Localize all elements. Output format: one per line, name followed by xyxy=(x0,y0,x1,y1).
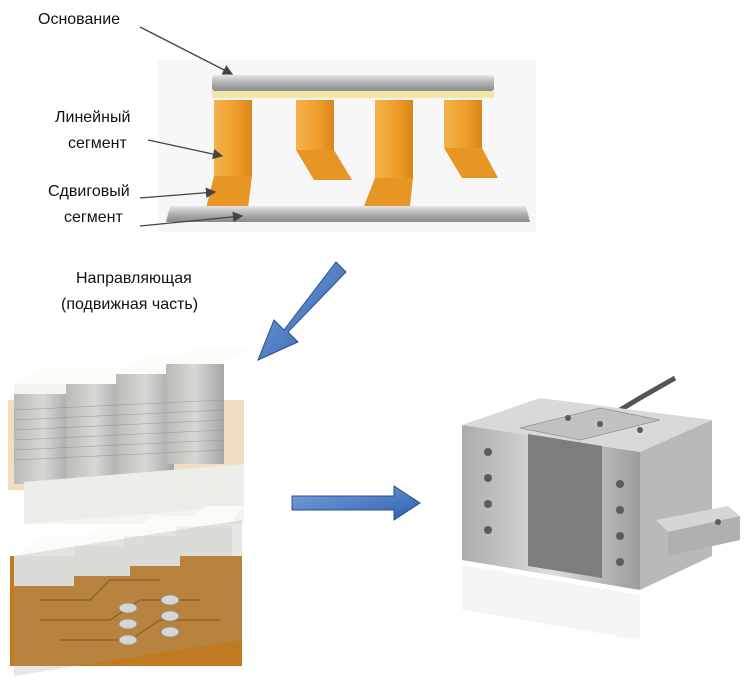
linear-piezo-stage-product xyxy=(462,375,740,640)
piezo-leg-4 xyxy=(444,100,498,178)
piezo-leg-1 xyxy=(206,100,252,208)
label-guide-line1: Направляющая xyxy=(76,270,192,287)
flow-arrow-right xyxy=(291,485,421,521)
pointer-arrow xyxy=(139,187,217,199)
pointer-arrow xyxy=(139,211,244,227)
label-base: Основание xyxy=(38,11,120,28)
base-adhesive-layer xyxy=(212,91,494,98)
base-rail xyxy=(212,75,494,91)
cable xyxy=(618,375,677,413)
label-shear-segment-line1: Сдвиговый xyxy=(48,183,130,200)
label-linear-segment-line2: сегмент xyxy=(68,135,127,152)
piezo-leg-3 xyxy=(364,100,413,206)
flow-arrow-down-left xyxy=(257,261,347,361)
pointer-arrow xyxy=(139,26,234,75)
label-shear-segment-line2: сегмент xyxy=(64,209,123,226)
piezo-stack-assembly-front xyxy=(8,348,250,524)
piezo-leg-2 xyxy=(296,100,352,180)
label-guide-line2: (подвижная часть) xyxy=(61,296,198,313)
label-linear-segment-line1: Линейный xyxy=(55,109,130,126)
segment-schematic xyxy=(158,60,536,232)
piezo-stack-assembly-flex-circuit xyxy=(10,506,242,676)
pointer-arrow xyxy=(147,139,224,160)
guide-rail xyxy=(166,206,530,222)
